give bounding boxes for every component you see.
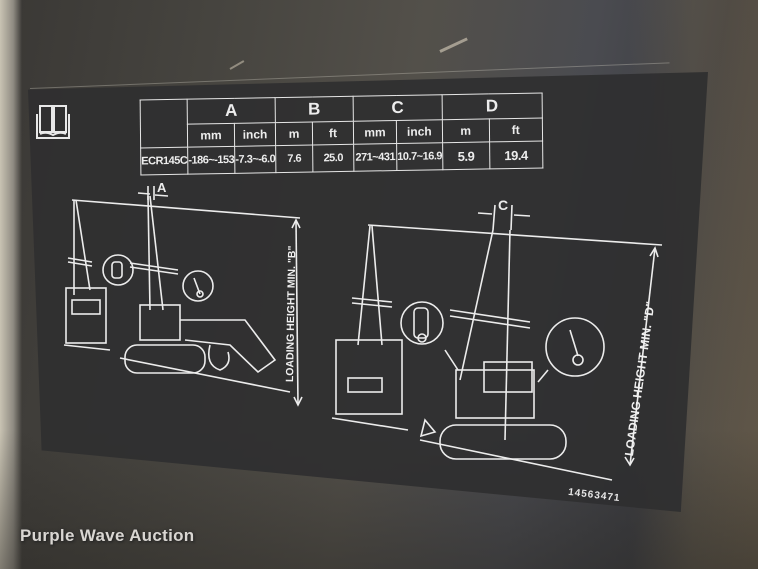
right-diagram: [331, 204, 663, 481]
dimension-label-c: C: [498, 197, 509, 213]
watermark: Purple Wave Auction: [20, 526, 195, 545]
loading-decal: [28, 72, 708, 512]
book-icon: [36, 105, 70, 139]
loading-height-b-label: LOADING HEIGHT MIN. "B": [284, 245, 299, 383]
left-diagram: [63, 186, 303, 407]
dimension-label-a: A: [157, 180, 167, 195]
vehicle-edge: [0, 0, 22, 569]
